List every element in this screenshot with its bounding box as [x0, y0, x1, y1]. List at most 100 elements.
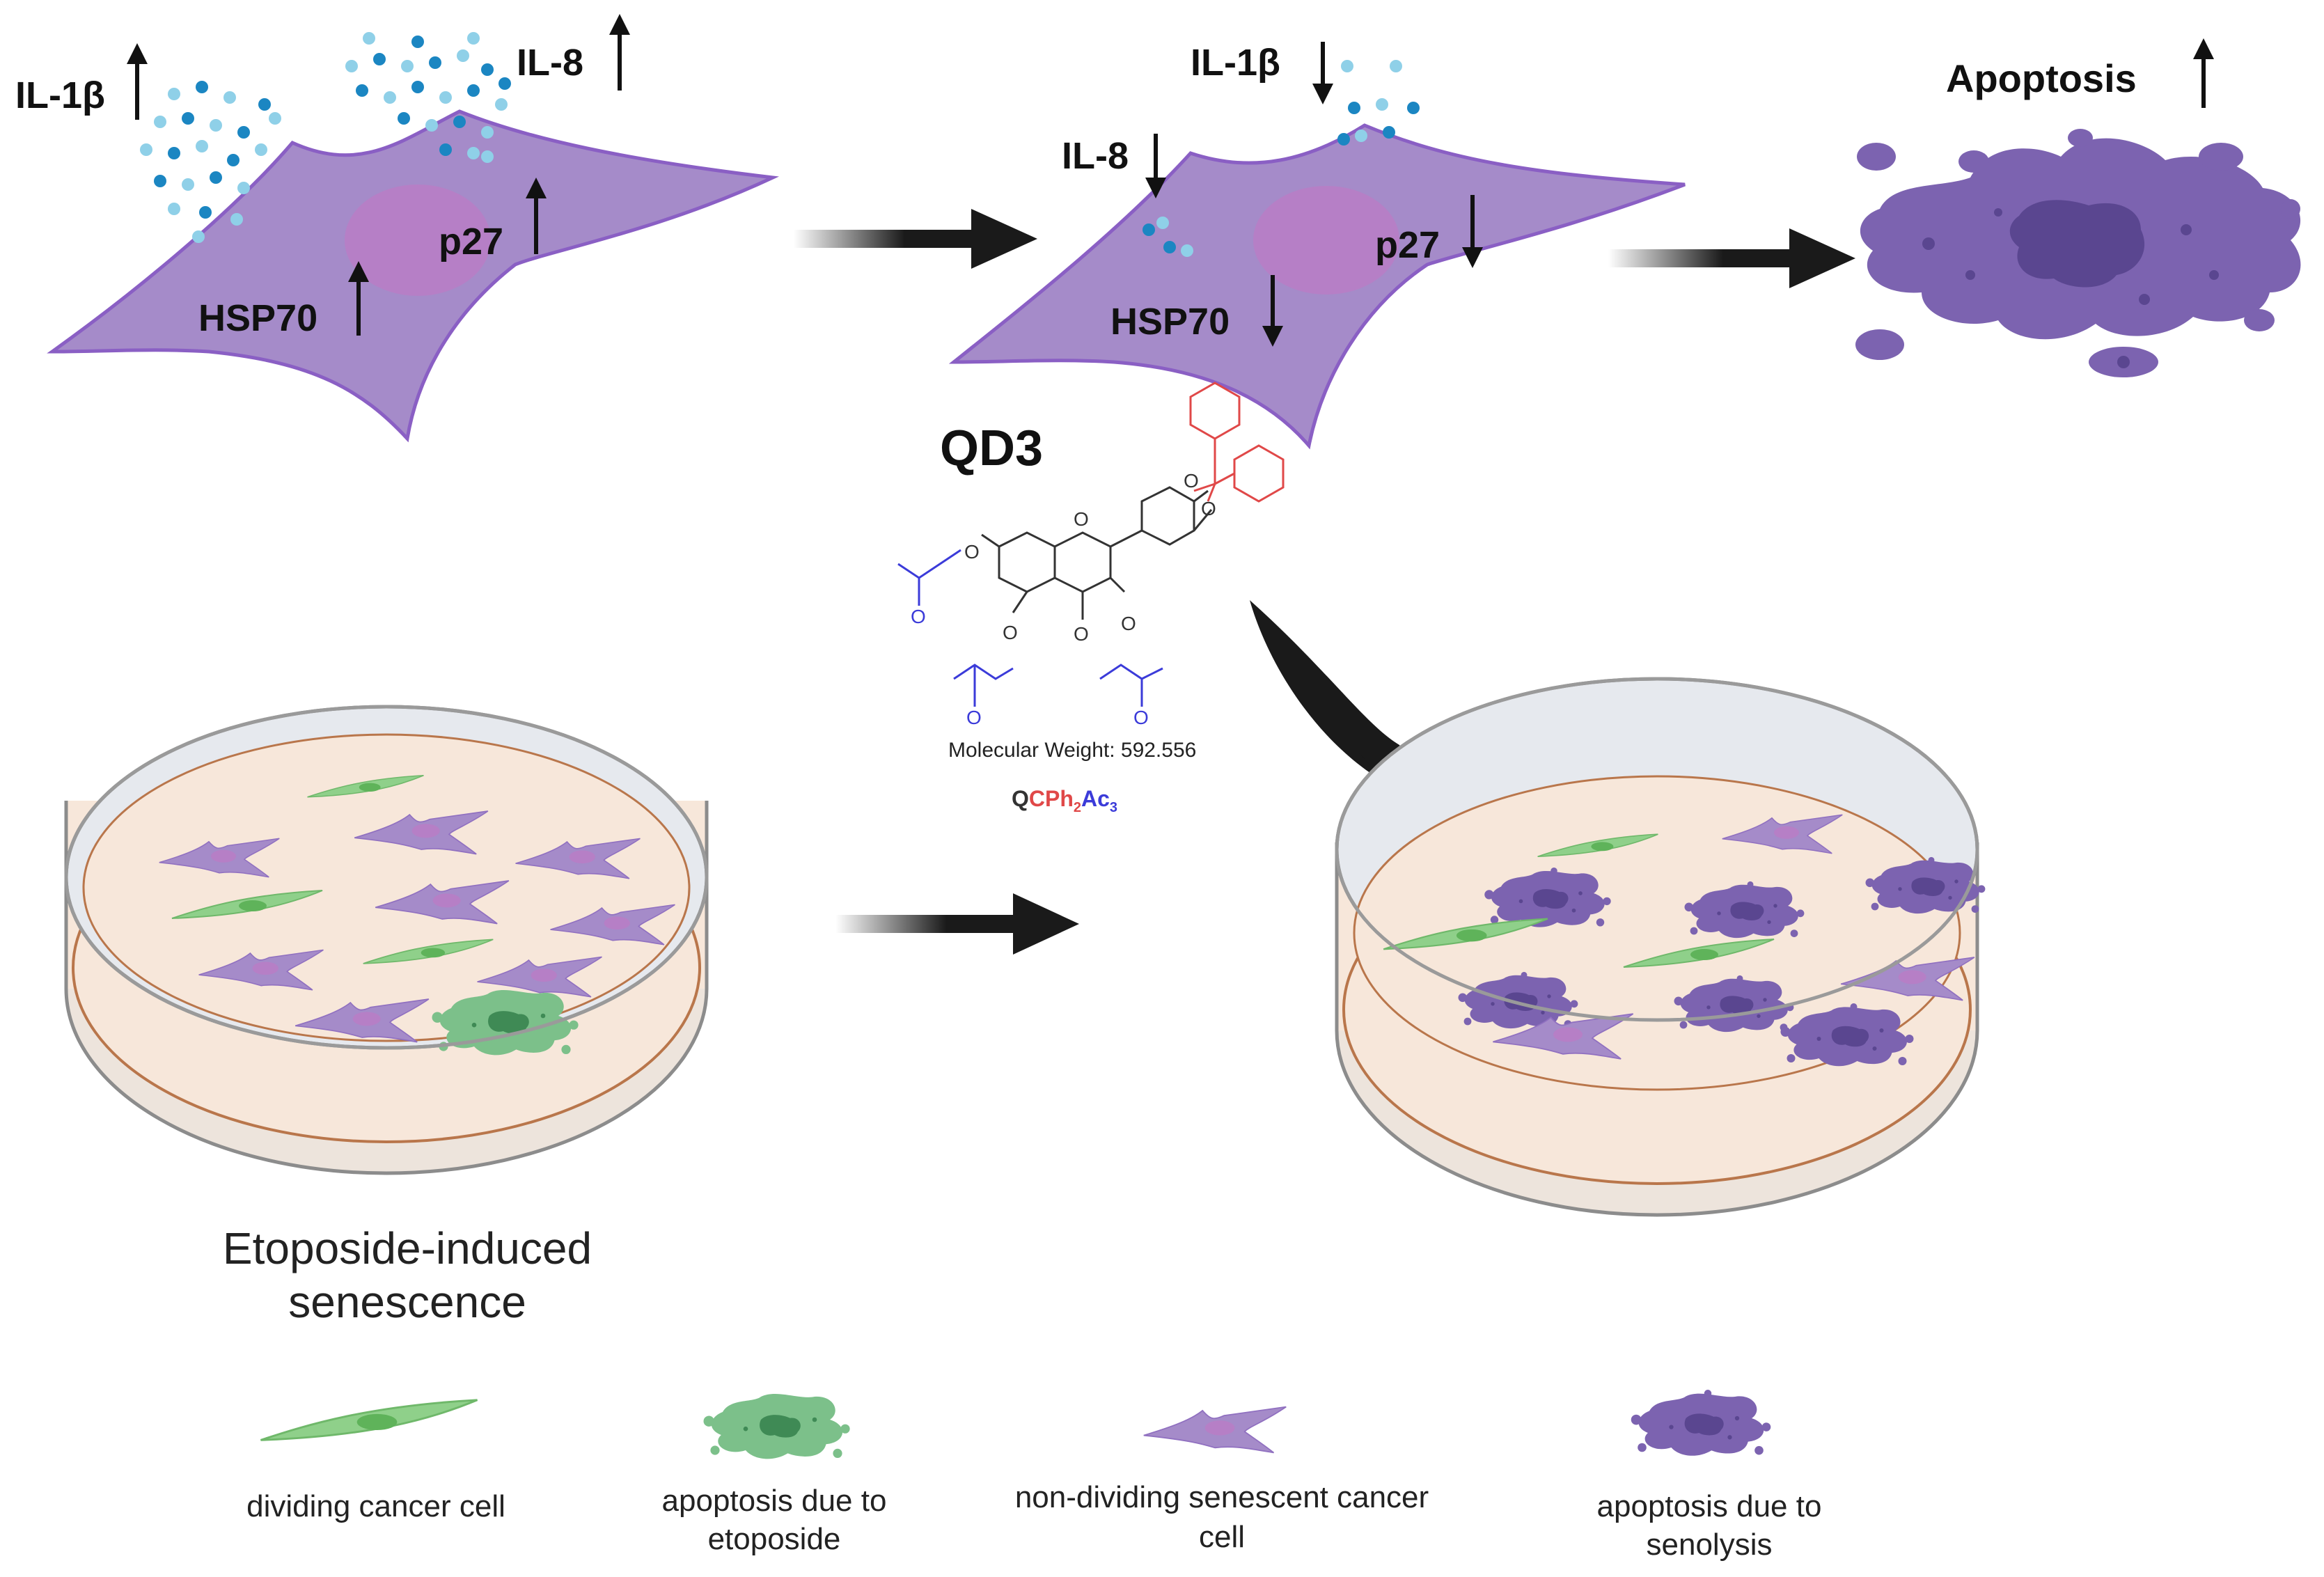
left-dish-caption-line2: senescence [288, 1277, 526, 1327]
apoptosis-up-arrow [2193, 38, 2214, 108]
cytokine-dot [168, 88, 180, 100]
cell1-p27-label: p27 [439, 221, 503, 262]
cytokine-dot [182, 112, 194, 125]
cytokine-dot [401, 60, 414, 72]
formula-sub2: 2 [1074, 800, 1081, 815]
cytokine-dot [237, 182, 250, 194]
atom-o-4: O [1074, 508, 1089, 530]
cell1-il8-label: IL-8 [517, 42, 583, 84]
apoptosis-label: Apoptosis [1946, 56, 2137, 100]
atom-o-5: O [1074, 623, 1089, 645]
compound-formula: QCPh2Ac3 [1012, 786, 1117, 815]
cytokine-dot [1156, 217, 1169, 229]
cytokine-dot [345, 60, 358, 72]
cytokine-dot [481, 63, 494, 76]
cytokine-dot [373, 53, 386, 65]
cytokine-dot [495, 98, 508, 111]
diphenyl-ketal [1189, 382, 1285, 503]
atom-o-8: O [911, 606, 926, 627]
cytokine-dot [196, 140, 208, 152]
atom-o-2: O [1201, 498, 1216, 519]
cytokine-dot [210, 119, 222, 132]
cell1-hsp70-label: HSP70 [198, 297, 317, 339]
legend-item-senescent-cell: non-dividing senescent cancer cell [1015, 1406, 1429, 1554]
cell2-nucleus [1253, 186, 1399, 295]
top-arrow-2 [1608, 228, 1855, 288]
cytokine-dot [196, 81, 208, 93]
legend-label-4a: apoptosis due to [1597, 1489, 1822, 1523]
cell2-p27-down-arrow [1462, 195, 1483, 268]
cytokine-dot [457, 49, 469, 62]
cytokine-dot [1181, 244, 1193, 257]
cytokine-dot [168, 147, 180, 159]
cytokine-dot [230, 213, 243, 226]
cytokine-dot [1407, 102, 1420, 114]
cytokine-dot [255, 143, 267, 156]
cell1-il1b-label: IL-1β [15, 74, 105, 116]
top-arrow-1 [794, 209, 1037, 269]
flavone-core [981, 486, 1213, 620]
cytokine-dot [481, 126, 494, 139]
cell1-nucleus [345, 185, 491, 296]
senolysis-apoptosis-icon [1631, 1390, 1771, 1456]
formula-cph: CPh [1029, 786, 1074, 811]
cytokine-dot [269, 112, 281, 125]
legend-label-3b: cell [1199, 1520, 1245, 1554]
atom-o-9: O [966, 707, 982, 728]
cytokine-dot [467, 32, 480, 45]
apoptotic-nucleus [2009, 200, 2145, 288]
cytokine-dot [223, 91, 236, 104]
cytokine-dot [439, 143, 452, 156]
cytokine-dot [182, 178, 194, 191]
cytokine-dot [154, 175, 166, 187]
compound-name: QD3 [940, 421, 1043, 476]
cytokine-dot [1390, 60, 1402, 72]
cytokine-dot [363, 32, 375, 45]
cytokine-dot [1383, 126, 1395, 139]
cell1-il8-up-arrow [609, 14, 630, 91]
senescent-cell-1: IL-1β IL-8 p27 HSP70 [15, 14, 779, 443]
apoptotic-fragments [1855, 129, 2300, 377]
cytokine-dot [1348, 102, 1360, 114]
cytokine-dot [356, 84, 368, 97]
cytokine-dot [498, 77, 511, 90]
qd3-atom-labels: O O O O O O O O O O [911, 470, 1216, 728]
legend-item-etoposide-apoptosis: apoptosis due to etoposide [662, 1393, 886, 1556]
bottom-arrow [835, 893, 1079, 955]
cytokine-dot [227, 154, 240, 166]
cell2-il8-label: IL-8 [1062, 135, 1129, 177]
cytokine-dot [210, 171, 222, 184]
cell2-p27-label: p27 [1375, 224, 1440, 266]
cytokine-dot [1376, 98, 1388, 111]
cell2-cytokines [1143, 60, 1420, 257]
cytokine-dot [411, 81, 424, 93]
cytokine-dot [453, 116, 466, 128]
cytokine-dot [411, 36, 424, 48]
qd3-structure [897, 382, 1285, 707]
senescent-cell-icon [1143, 1406, 1287, 1454]
etoposide-apoptosis-icon [703, 1393, 850, 1459]
legend-item-dividing-cancer-cell: dividing cancer cell [246, 1399, 505, 1523]
legend: dividing cancer cell apoptosis due to et… [246, 1390, 1821, 1562]
senescent-cell-2: IL-1β IL-8 p27 HSP70 [948, 42, 1686, 450]
cytokine-dot [140, 143, 152, 156]
cell1-hsp70-up-arrow [348, 261, 369, 336]
formula-sub3: 3 [1110, 800, 1117, 815]
cytokine-dot [1341, 60, 1353, 72]
formula-ac: Ac [1081, 786, 1110, 811]
cytokine-dot [258, 98, 271, 111]
cytokine-dot [481, 150, 494, 163]
cytokine-dot [168, 203, 180, 215]
atom-o-7: O [1121, 613, 1136, 634]
legend-item-senolysis-apoptosis: apoptosis due to senolysis [1597, 1390, 1822, 1562]
cytokine-dot [425, 119, 438, 132]
cytokine-dot [154, 116, 166, 128]
cytokine-dot [1355, 130, 1367, 142]
cell2-il1b-down-arrow [1312, 42, 1333, 104]
cell2-il8-down-arrow [1145, 134, 1166, 198]
cell1-il1b-up-arrow [127, 43, 148, 120]
acetyl-groups [897, 549, 1163, 707]
atom-o-10: O [1133, 707, 1149, 728]
cytokine-dot [384, 91, 396, 104]
cytokine-dot [1337, 133, 1350, 146]
